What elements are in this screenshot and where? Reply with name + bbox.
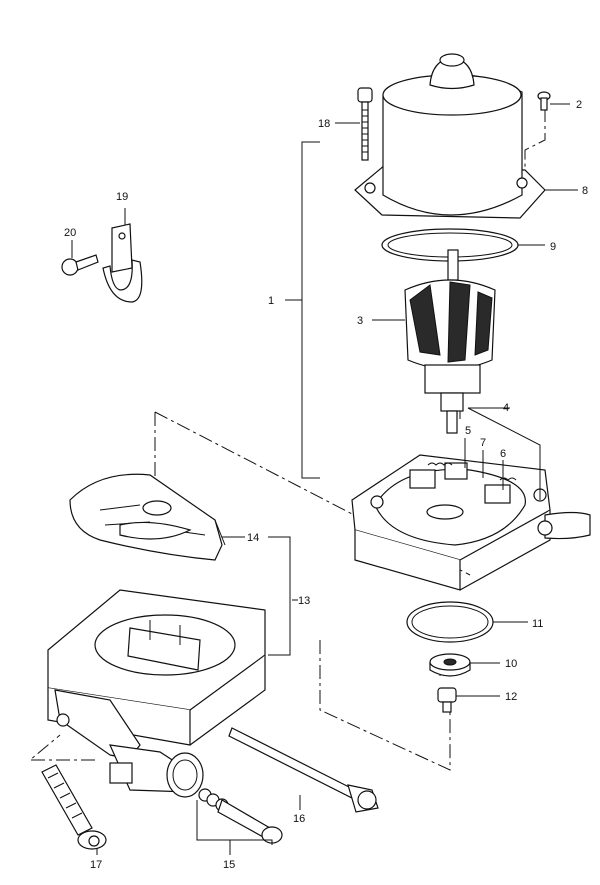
part-20-screw <box>61 254 99 276</box>
callout-9: 9 <box>550 241 556 253</box>
callout-11: 11 <box>532 618 543 630</box>
callout-5: 5 <box>465 425 471 437</box>
callout-10: 10 <box>505 658 517 670</box>
callout-2: 2 <box>576 99 582 111</box>
part-19-bracket <box>102 223 143 303</box>
callout-1: 1 <box>268 295 274 307</box>
callout-6: 6 <box>500 448 506 460</box>
part-3-armature <box>404 249 496 434</box>
callout-19: 19 <box>116 191 128 203</box>
callout-7: 7 <box>480 437 486 449</box>
part-13-housing <box>47 589 266 798</box>
part-10-washer <box>429 653 471 677</box>
group-1-bracket <box>285 141 320 479</box>
callout-3: 3 <box>357 315 363 327</box>
group-15-bracket <box>196 800 273 855</box>
callout-15: 15 <box>223 859 235 871</box>
part-4-brush-holder <box>351 454 591 591</box>
leader-lines <box>71 103 578 855</box>
callout-14: 14 <box>247 532 259 544</box>
callout-4: 4 <box>503 402 509 414</box>
part-14-gasket <box>69 473 226 561</box>
part-11-o-ring <box>406 601 494 643</box>
part-18-bolt <box>357 87 373 161</box>
group-13-bracket <box>268 536 291 656</box>
callout-labels: 1 2 3 4 5 6 7 8 9 10 11 12 13 14 15 16 1… <box>64 99 588 871</box>
callout-17: 17 <box>90 859 102 871</box>
part-15-adjust-screw <box>198 788 283 844</box>
part-8-motor-housing <box>354 53 546 219</box>
callout-13: 13 <box>298 595 310 607</box>
callout-16: 16 <box>293 813 305 825</box>
group-4-bracket <box>467 407 541 500</box>
callout-18: 18 <box>318 118 330 130</box>
callout-12: 12 <box>505 691 517 703</box>
part-17-screw <box>41 764 107 850</box>
part-2-screw <box>537 91 551 111</box>
callout-8: 8 <box>582 185 588 197</box>
part-16-long-bolt <box>228 727 379 813</box>
part-12-cap <box>437 687 457 713</box>
callout-20: 20 <box>64 227 76 239</box>
